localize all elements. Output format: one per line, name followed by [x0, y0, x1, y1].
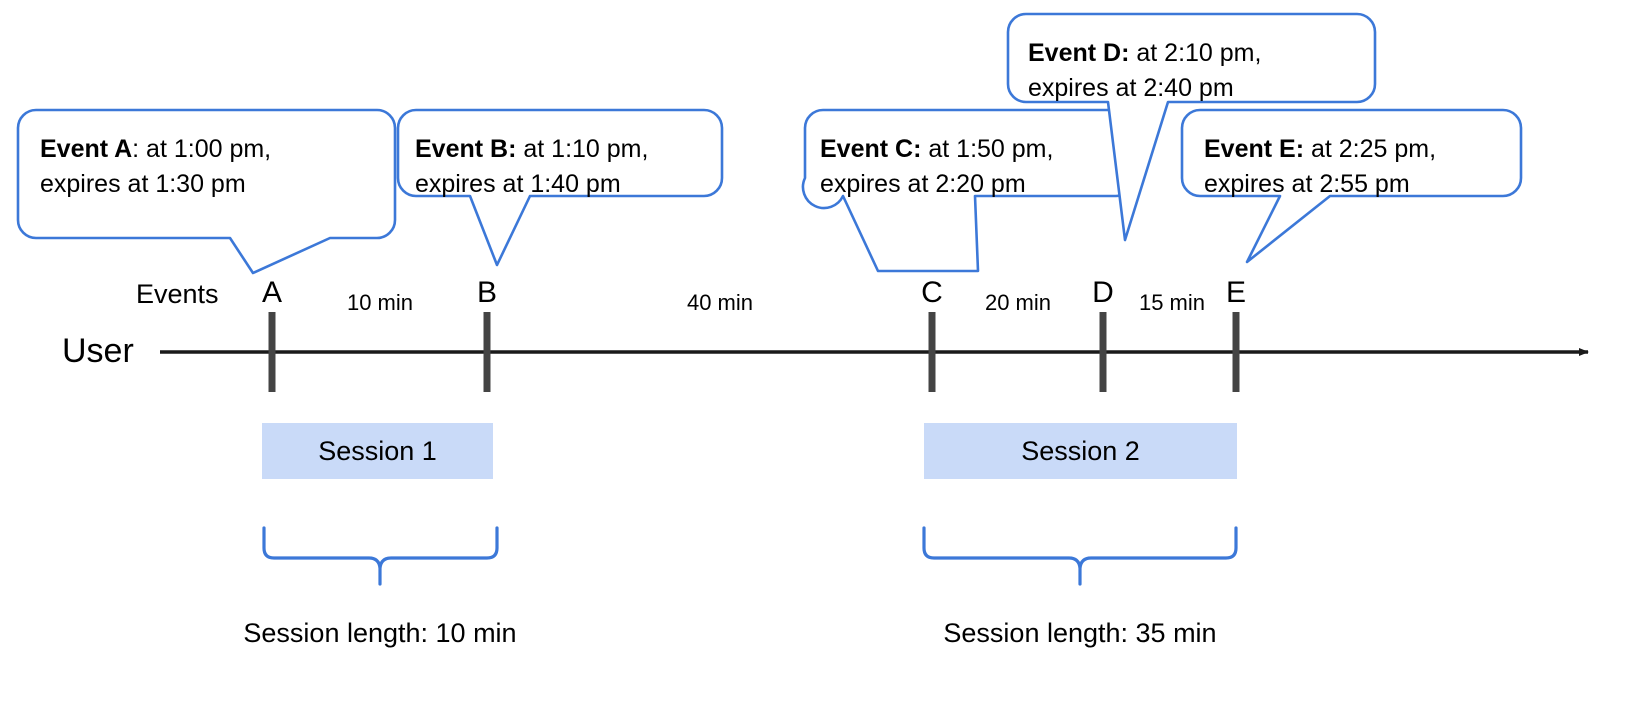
- event-separator-a: :: [132, 135, 140, 163]
- interval-label-d-e: 15 min: [1138, 290, 1206, 315]
- marker-label-e: E: [1225, 276, 1246, 309]
- event-start-c: at 1:50 pm,: [921, 135, 1054, 163]
- event-start-a: at 1:00 pm,: [139, 135, 272, 163]
- interval-label-b-c: 40 min: [686, 290, 754, 315]
- session-length-label-1: Session length: 10 min: [243, 618, 517, 648]
- callout-text-event-d: Event D: at 2:10 pm, expires at 2:40 pm: [1028, 36, 1261, 106]
- event-separator-d: :: [1121, 39, 1130, 67]
- interval-label-a-b: 10 min: [346, 290, 414, 315]
- callout-shape-event-b: [396, 108, 724, 267]
- event-start-b: at 1:10 pm,: [516, 135, 649, 163]
- brace-session-2: [922, 526, 1238, 586]
- callout-line-2: expires at 1:30 pm: [40, 170, 246, 198]
- callout-text-event-a: Event A: at 1:00 pm, expires at 1:30 pm: [40, 132, 271, 202]
- callout-shape-event-d: [1006, 12, 1377, 242]
- row-label-user: User: [62, 332, 134, 370]
- event-name-e: Event E: [1204, 135, 1296, 163]
- event-name-c: Event C: [820, 135, 914, 163]
- callout-text-event-e: Event E: at 2:25 pm, expires at 2:55 pm: [1204, 132, 1436, 202]
- brace-session-1: [262, 526, 499, 586]
- callout-shape-event-e: [1180, 108, 1523, 264]
- callout-line-1: Event D: at 2:10 pm,: [1028, 36, 1261, 71]
- callout-line-2: expires at 2:20 pm: [820, 170, 1026, 198]
- event-name-d: Event D: [1028, 39, 1122, 67]
- event-separator-e: :: [1295, 135, 1305, 163]
- callout-shape-event-a: [16, 108, 397, 275]
- callout-text-event-c: Event C: at 1:50 pm, expires at 2:20 pm: [820, 132, 1053, 202]
- callout-line-1: Event B: at 1:10 pm,: [415, 132, 648, 167]
- event-start-d: at 2:10 pm,: [1129, 39, 1262, 67]
- marker-label-d: D: [1092, 276, 1114, 309]
- callout-line-2: expires at 2:40 pm: [1028, 74, 1234, 102]
- row-label-events: Events: [136, 279, 219, 309]
- session-box-1-label: Session 1: [318, 435, 437, 466]
- callout-line-2: expires at 1:40 pm: [415, 170, 621, 198]
- callout-line-1: Event A: at 1:00 pm,: [40, 132, 271, 167]
- callout-line-2: expires at 2:55 pm: [1204, 170, 1410, 198]
- callout-line-1: Event C: at 1:50 pm,: [820, 132, 1053, 167]
- marker-label-b: B: [476, 276, 497, 309]
- event-name-a: Event A: [40, 135, 133, 163]
- session-box-2[interactable]: Session 2: [924, 423, 1237, 479]
- event-start-e: at 2:25 pm,: [1304, 135, 1437, 163]
- interval-label-c-d: 20 min: [984, 290, 1052, 315]
- session-box-1[interactable]: Session 1: [262, 423, 493, 479]
- marker-label-a: A: [261, 276, 282, 309]
- event-separator-c: :: [913, 135, 922, 163]
- marker-label-c: C: [921, 276, 943, 309]
- callout-line-1: Event E: at 2:25 pm,: [1204, 132, 1436, 167]
- event-separator-b: :: [508, 135, 517, 163]
- session-length-label-2: Session length: 35 min: [943, 618, 1217, 648]
- session-box-2-label: Session 2: [1021, 435, 1140, 466]
- callout-text-event-b: Event B: at 1:10 pm, expires at 1:40 pm: [415, 132, 648, 202]
- event-name-b: Event B: [415, 135, 509, 163]
